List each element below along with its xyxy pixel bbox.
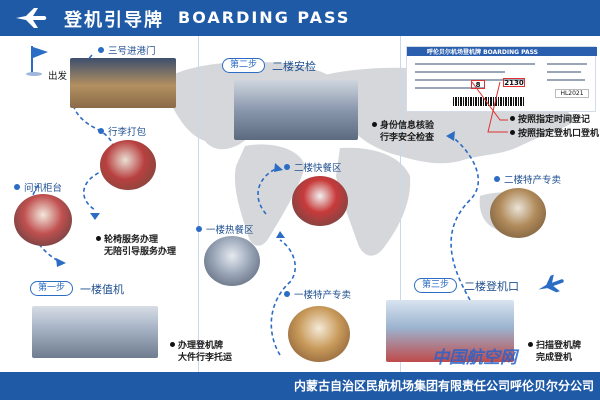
flight-number-value: HL2021: [555, 89, 589, 98]
security-check-photo: [234, 80, 358, 140]
step-3-label: 二楼登机口: [464, 280, 519, 293]
step-1-badge: 第一步: [30, 281, 74, 296]
step-3-badge: 第三步: [414, 278, 458, 293]
fastfood-photo: [292, 176, 348, 226]
step-1-label: 一楼值机: [80, 283, 124, 296]
page-title-english: BOARDING PASS: [178, 8, 351, 27]
specialty-1f-label: 一楼特产专卖: [284, 287, 351, 301]
hotfood-label: 一楼热餐区: [196, 222, 254, 236]
boarding-time-value: 2130: [503, 78, 525, 87]
departure-label: 出发: [48, 71, 68, 82]
organization-name: 内蒙古自治区民航机场集团有限责任公司呼伦贝尔分公司: [293, 379, 594, 393]
specialty-1f-photo: [288, 306, 350, 362]
boarding-gate-photo: [386, 300, 514, 362]
airplane-icon: [16, 8, 47, 28]
hotfood-photo: [204, 236, 260, 286]
boarding-pass-note-gate: 按照指定登机口登机: [510, 128, 599, 140]
boarding-pass-note-time: 按照指定时间登记: [510, 114, 590, 126]
info-desk-photo: [14, 194, 72, 246]
header-bar: 登机引导牌 BOARDING PASS: [0, 0, 600, 36]
flag-icon: [26, 46, 48, 76]
security-check-text: 身份信息核验 行李安全检查: [372, 120, 434, 144]
boarding-gate-text: 扫描登机牌 完成登机: [528, 340, 581, 364]
step-2-label: 二楼安检: [272, 60, 316, 73]
specialty-2f-photo: [490, 188, 546, 238]
specialty-2f-label: 二楼特产专卖: [494, 172, 561, 186]
page-title: 登机引导牌: [64, 10, 164, 31]
step-2-badge: 第二步: [222, 58, 266, 73]
entrance-photo: [70, 58, 176, 108]
airplane-icon: [538, 274, 564, 293]
check-in-photo: [32, 306, 158, 358]
info-desk-label: 问讯柜台: [14, 180, 62, 194]
footer-bar: 内蒙古自治区民航机场集团有限责任公司呼伦贝尔分公司: [0, 372, 600, 400]
site-watermark: 中国航空网: [432, 348, 517, 368]
check-in-text: 办理登机牌 大件行李托运: [170, 340, 232, 364]
boarding-gate-value: 8: [471, 80, 485, 89]
column-divider: [400, 36, 401, 372]
boarding-pass-sample: 呼伦贝尔机场登机牌 BOARDING PASS 8 2130 HL2021: [406, 46, 597, 112]
barcode: [453, 97, 525, 106]
fastfood-label: 二楼快餐区: [284, 160, 342, 174]
callout-lines: [471, 81, 508, 133]
baggage-wrap-label: 行李打包: [98, 124, 146, 138]
column-divider: [198, 36, 199, 372]
entrance-label: 三号进港门: [98, 43, 156, 57]
baggage-wrap-photo: [100, 140, 156, 190]
wheelchair-service-text: 轮椅服务办理 无陪引导服务办理: [96, 234, 176, 258]
